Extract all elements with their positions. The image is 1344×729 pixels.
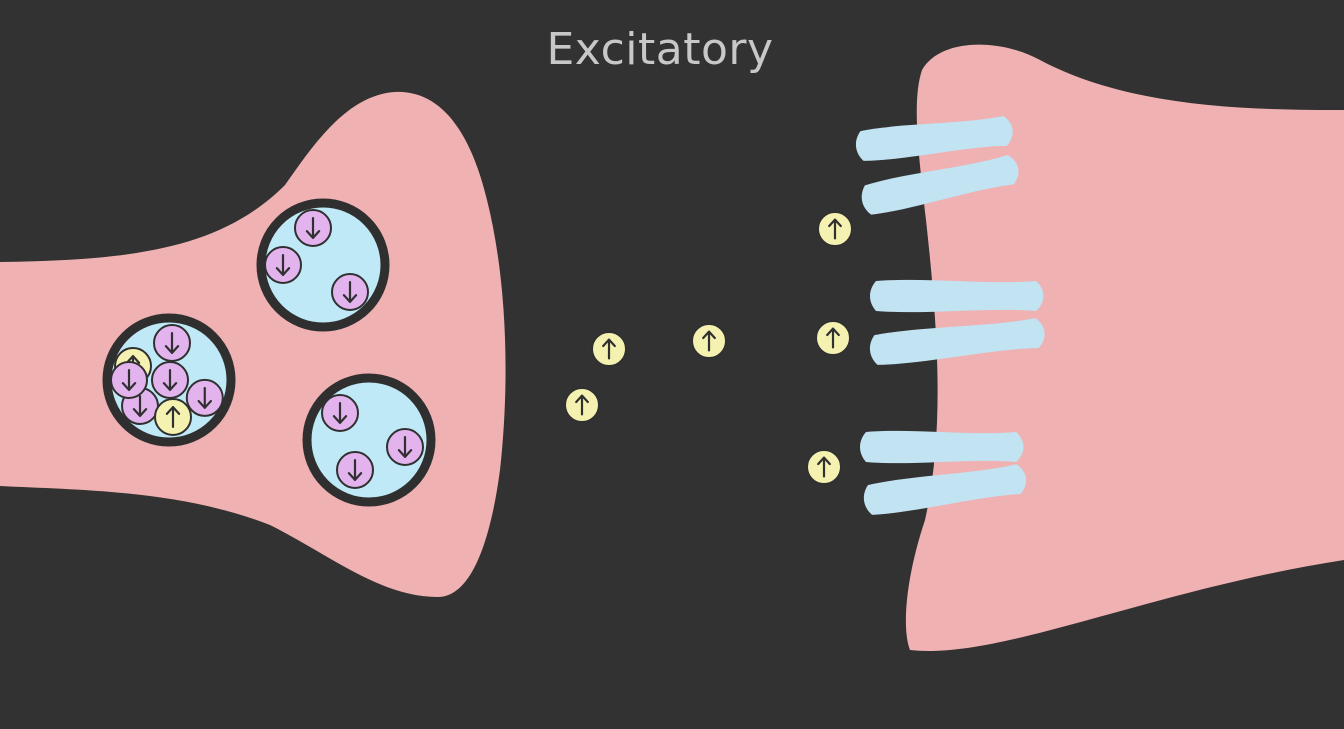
arrow-down-icon [342,281,358,303]
inhibitory-neurotransmitter [151,361,189,399]
receptor [860,430,1024,464]
arrow-up-icon [602,338,616,360]
vesicle-bottom [302,373,436,507]
inhibitory-neurotransmitter [110,361,148,399]
arrow-down-icon [162,369,178,391]
arrow-down-icon [332,402,348,424]
receptor [869,318,1045,365]
receptor [870,279,1044,313]
inhibitory-neurotransmitter [153,324,191,362]
inhibitory-neurotransmitter [386,428,424,466]
inhibitory-neurotransmitter [185,378,224,417]
inhibitory-neurotransmitter [264,246,302,284]
arrow-down-icon [197,386,213,409]
arrow-up-icon [817,456,831,478]
vesicle-group [102,198,436,507]
released-neurotransmitter [591,331,627,367]
arrow-up-icon [575,394,589,416]
arrow-down-icon [347,459,363,481]
released-neurotransmitter [806,449,842,485]
arrow-down-icon [275,254,291,276]
excitatory-neurotransmitter [154,398,192,436]
arrow-up-icon [826,327,840,349]
receptor [855,116,1013,161]
inhibitory-neurotransmitter [331,273,369,311]
vesicle-top [256,198,390,332]
arrow-down-icon [121,369,137,391]
inhibitory-neurotransmitter [294,209,332,247]
vesicle-left [102,313,236,447]
receptor [861,154,1019,215]
released-neurotransmitter [564,387,600,423]
synaptic-cleft [564,211,853,485]
arrow-down-icon [397,436,413,458]
inhibitory-neurotransmitter [321,394,359,432]
arrow-down-icon [132,395,148,417]
presynaptic-terminal [0,91,506,597]
receptor [863,464,1027,515]
released-neurotransmitter [691,323,727,359]
inhibitory-neurotransmitter [336,451,374,489]
arrow-down-icon [305,217,321,239]
postsynaptic-membrane [905,44,1344,729]
page-title: Excitatory [546,24,774,75]
arrow-down-icon [164,332,180,354]
released-neurotransmitter [817,211,853,247]
receptor-group [855,116,1045,515]
released-neurotransmitter [815,320,851,356]
arrow-up-icon [702,330,716,352]
arrow-up-icon [165,406,181,428]
arrow-up-icon [828,218,842,240]
